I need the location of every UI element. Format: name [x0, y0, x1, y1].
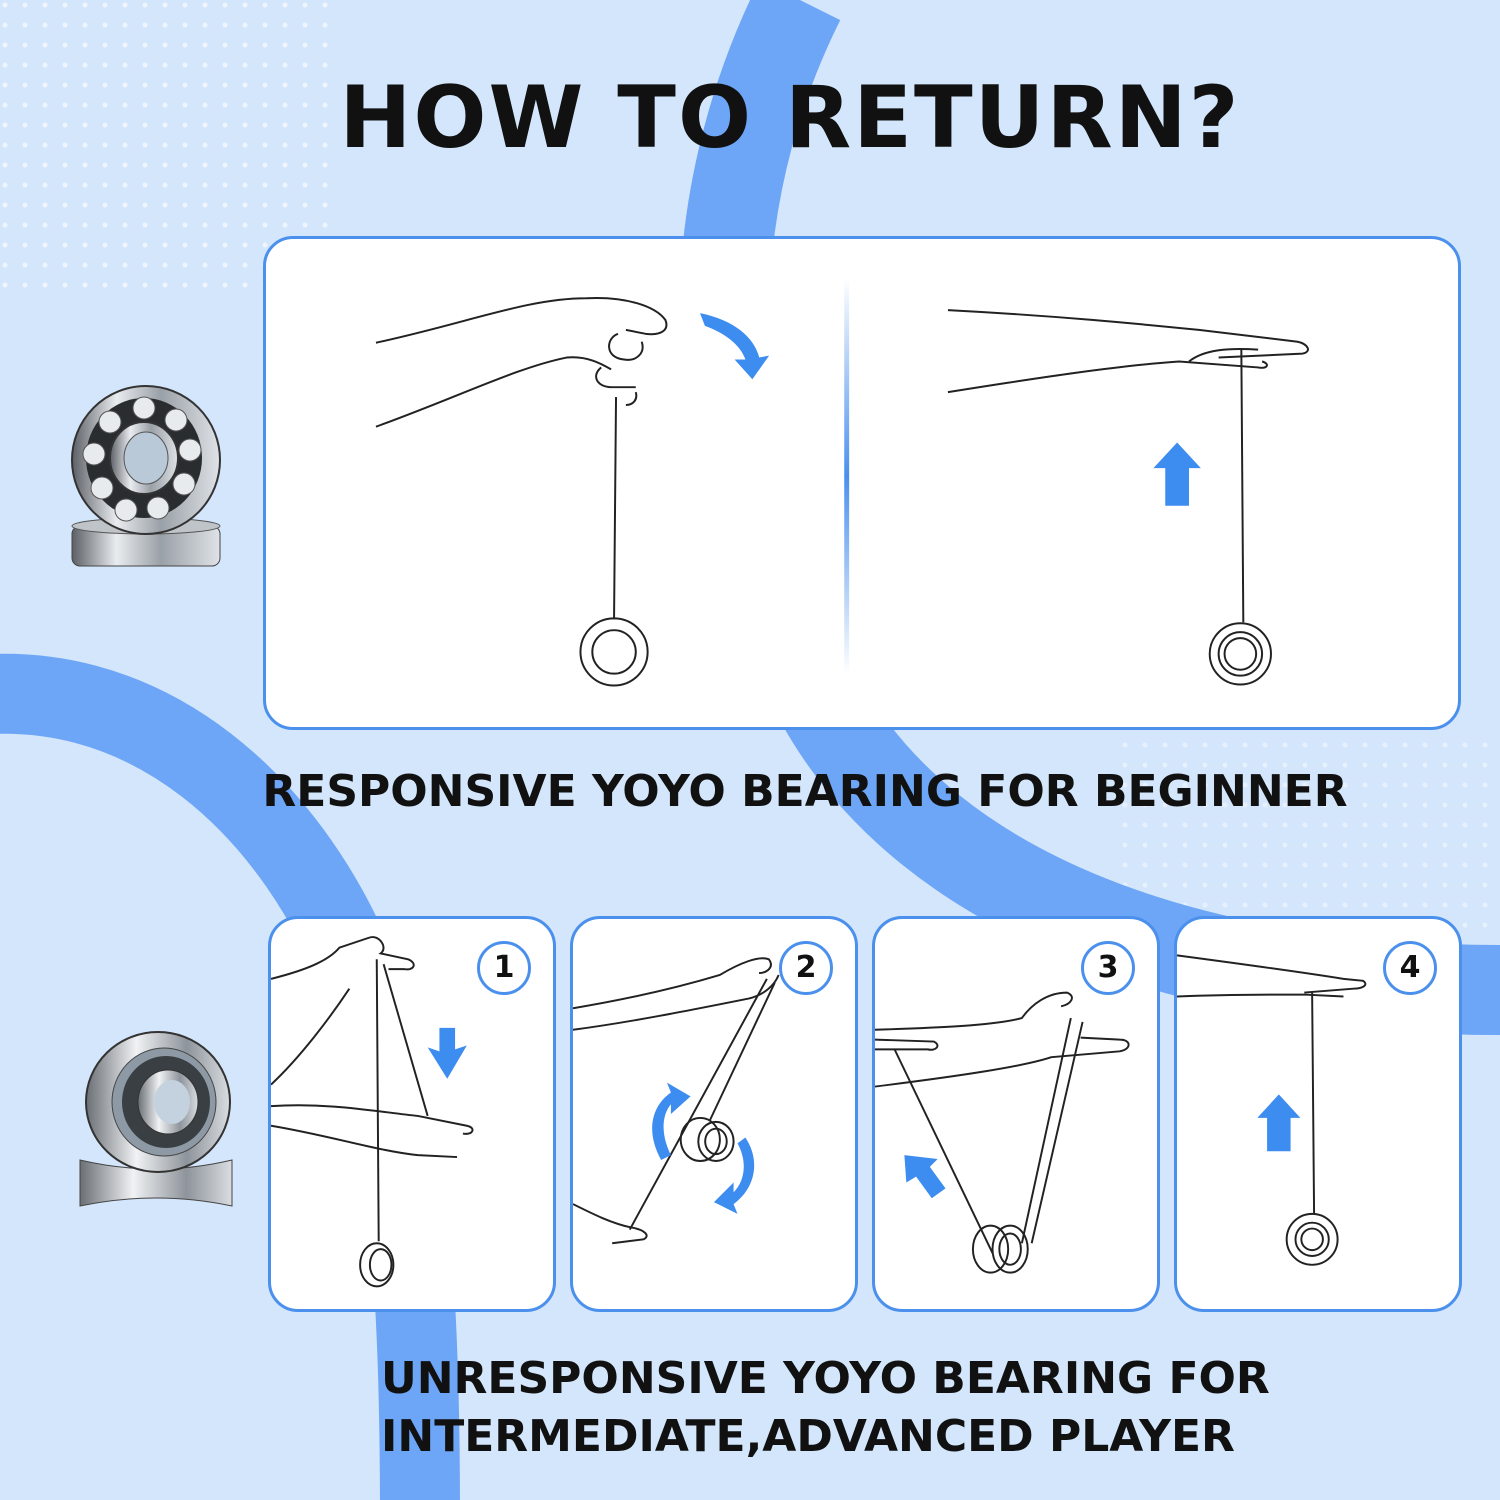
yoyo-string: [613, 397, 618, 620]
step-panel-2: 2: [570, 916, 858, 1312]
bearing-image-concave: [79, 1031, 233, 1207]
yoyo-string-right: [1240, 349, 1245, 623]
step-number-badge: 4: [1383, 941, 1437, 995]
step-3-illustration: [875, 991, 1130, 1274]
hand-icon: [375, 297, 668, 428]
step-number-badge: 2: [779, 941, 833, 995]
responsive-illustration: [375, 278, 1309, 687]
unresponsive-caption: UNRESPONSIVE YOYO BEARING FOR INTERMEDIA…: [381, 1350, 1481, 1466]
yoyo-icon-right: [1208, 622, 1272, 686]
step-1-illustration: [271, 936, 474, 1288]
hand-icon-flat: [947, 309, 1309, 394]
unresponsive-caption-line2: INTERMEDIATE,ADVANCED PLAYER: [381, 1411, 1235, 1462]
step-number-badge: 1: [477, 941, 531, 995]
unresponsive-caption-line1: UNRESPONSIVE YOYO BEARING FOR: [381, 1353, 1270, 1404]
step-panel-3: 3: [872, 916, 1160, 1312]
step-4-illustration: [1177, 954, 1367, 1266]
responsive-demo-panel: [263, 236, 1461, 730]
step-number-badge: 3: [1081, 941, 1135, 995]
down-arrow-icon: [427, 1027, 467, 1079]
rotate-arrows-icon: [652, 1082, 755, 1214]
up-arrow-icon: [1153, 442, 1201, 506]
step-panel-1: 1: [268, 916, 556, 1312]
page-title: HOW TO RETURN?: [339, 68, 1241, 168]
curved-arrow-icon: [699, 313, 770, 380]
step-panel-4: 4: [1174, 916, 1462, 1312]
up-arrow-icon: [1257, 1094, 1301, 1152]
yoyo-icon: [579, 617, 649, 687]
diagonal-arrow-icon: [904, 1155, 946, 1199]
responsive-caption: RESPONSIVE YOYO BEARING FOR BEGINNER: [262, 766, 1348, 817]
panel-divider: [844, 278, 850, 674]
step-2-illustration: [573, 957, 780, 1245]
bearing-image-open: [71, 385, 221, 567]
